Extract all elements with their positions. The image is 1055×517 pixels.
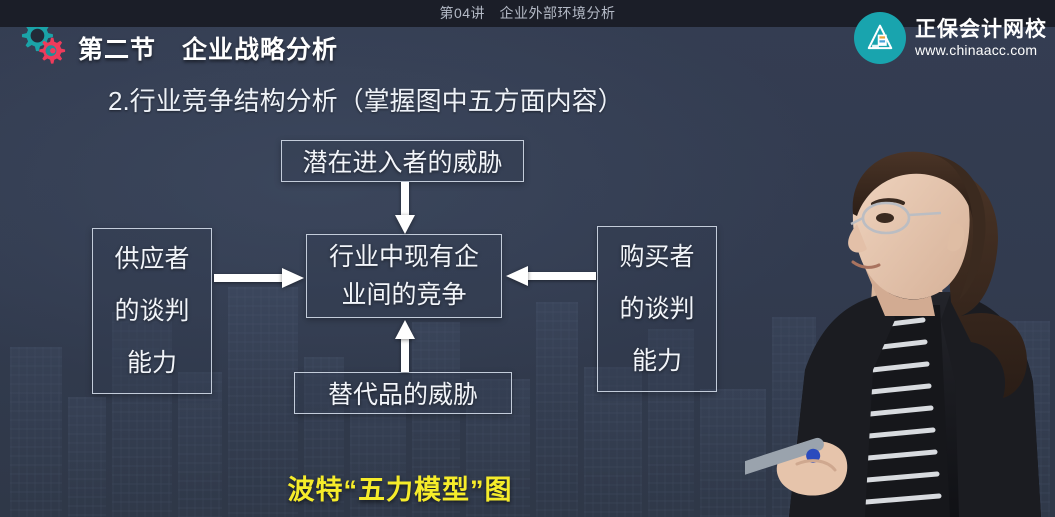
brand-name: 正保会计网校	[915, 17, 1047, 41]
diagram-node-substitutes: 替代品的威胁	[294, 372, 512, 414]
node-line: 能力	[126, 349, 177, 377]
diagram-caption: 波特“五力模型”图	[287, 475, 513, 505]
book-logo-icon	[867, 24, 893, 50]
section-title-band: 第二节 企业战略分析	[0, 20, 1055, 75]
node-line: 购买者	[619, 243, 695, 271]
gears-decoration	[16, 18, 74, 72]
node-line: 的谈判	[619, 295, 695, 323]
slide-subtitle: 2.行业竞争结构分析（掌握图中五方面内容）	[108, 86, 624, 116]
arrow-up-icon	[395, 320, 415, 372]
diagram-node-suppliers: 供应者 的谈判 能力	[92, 228, 212, 394]
arrow-down-icon	[395, 182, 415, 234]
gear-icon	[39, 37, 66, 64]
node-line: 供应者	[114, 245, 190, 273]
brand-url: www.chinaacc.com	[915, 41, 1038, 58]
lecture-title: 第04讲 企业外部环境分析	[439, 5, 616, 21]
brand-logo: 正保会计网校 www.chinaacc.com	[854, 12, 1047, 64]
page-title: 第二节 企业战略分析	[78, 36, 339, 64]
diagram-node-buyers: 购买者 的谈判 能力	[597, 226, 717, 392]
diagram-node-new-entrants: 潜在进入者的威胁	[281, 140, 524, 182]
node-line: 潜在进入者的威胁	[302, 149, 503, 177]
brand-text: 正保会计网校 www.chinaacc.com	[915, 17, 1047, 58]
node-line: 行业中现有企	[328, 243, 479, 271]
node-line: 能力	[631, 347, 682, 375]
instructor-video	[745, 120, 1055, 517]
brand-mark	[854, 12, 906, 64]
arrow-left-icon	[506, 266, 596, 286]
arrow-right-icon	[214, 268, 304, 288]
node-line: 业间的竞争	[341, 281, 467, 309]
node-line: 替代品的威胁	[327, 381, 478, 409]
node-line: 的谈判	[114, 297, 190, 325]
diagram-node-core-rivalry: 行业中现有企 业间的竞争	[306, 234, 502, 318]
